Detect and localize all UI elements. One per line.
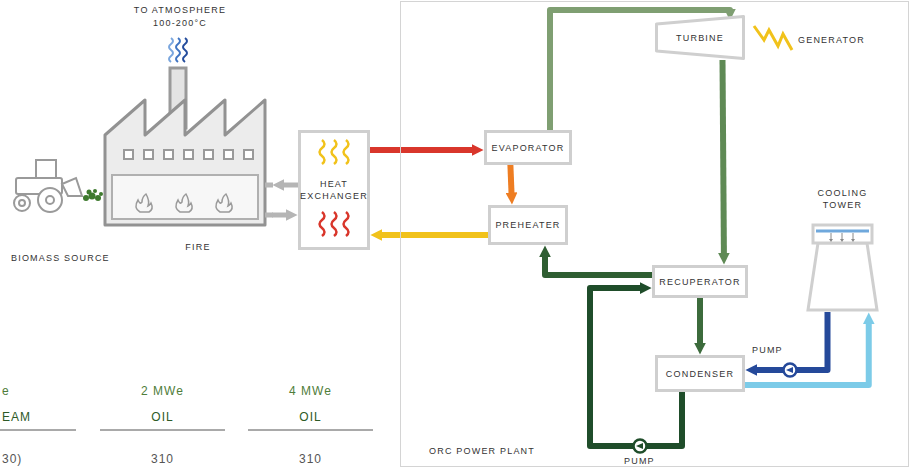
table-header: 4 MWe <box>248 384 373 398</box>
generator-symbol <box>754 26 792 50</box>
flow-line <box>745 322 869 385</box>
flow-line <box>380 232 488 238</box>
flow-line <box>510 165 511 195</box>
node-label: COOLING TOWER <box>805 187 880 211</box>
flow-line <box>272 212 288 217</box>
outlet-label: TO ATMOSPHERE <box>110 4 250 16</box>
flow-line <box>370 147 474 153</box>
flames <box>136 194 232 212</box>
tractor <box>14 160 82 212</box>
pump-symbol <box>634 440 647 453</box>
table-cell: 30) <box>2 452 22 466</box>
table-cell: 310 <box>100 452 225 466</box>
node-label: CONDENSER <box>666 368 734 380</box>
source-illustration: BIOMASS SOURCE <box>2 150 92 264</box>
plant-region: EVAPORATOR PREHEATER TURBINE RECUPERATOR COO… <box>400 1 909 467</box>
node-label: HEAT EXCHANGER <box>300 178 368 202</box>
windows <box>124 150 253 159</box>
pipe-stubs <box>265 185 273 215</box>
table-rules <box>0 430 373 431</box>
process-box: RECUPERATOR <box>652 265 748 298</box>
node-label: FIRE <box>185 241 210 253</box>
turbine-shape: TURBINE <box>655 15 745 60</box>
table-header: 2 MWe <box>100 384 225 398</box>
node-label: PREHEATER <box>495 219 560 231</box>
flow-line <box>282 182 298 187</box>
pump-symbol <box>784 364 797 377</box>
temperature-label: 100-200°C <box>110 17 250 29</box>
flow-line <box>545 255 652 275</box>
process-box: EVAPORATOR <box>484 130 572 165</box>
process-box: PREHEATER <box>488 205 568 245</box>
heat-exchanger-box: HEAT EXCHANGER <box>298 130 370 250</box>
table-cell: 310 <box>248 452 373 466</box>
flow-line <box>697 298 703 345</box>
node-label: BIOMASS SOURCE <box>11 252 83 264</box>
cooling-tower: COOLING TOWER <box>805 185 880 312</box>
table-header: e <box>2 384 10 398</box>
table-header: OIL <box>248 410 373 424</box>
smoke <box>169 38 187 62</box>
furnace <box>112 175 258 219</box>
part-name: GENERATOR <box>798 34 865 46</box>
part-name: PUMP <box>752 344 783 356</box>
process-box: CONDENSER <box>655 355 745 392</box>
table-header: OIL <box>100 410 225 424</box>
flow-line <box>723 60 724 255</box>
table-header: EAM <box>2 410 31 424</box>
node-label: RECUPERATOR <box>659 276 740 288</box>
node-label: ORC POWER PLANT <box>429 445 535 457</box>
part-name: PUMP <box>624 455 655 467</box>
node-label: EVAPORATOR <box>491 142 564 154</box>
biomass-pile <box>83 189 103 201</box>
flow-line <box>755 312 828 370</box>
factory-illustration: FIRE <box>100 60 272 255</box>
node-label: TURBINE <box>676 32 724 44</box>
factory <box>105 100 265 225</box>
